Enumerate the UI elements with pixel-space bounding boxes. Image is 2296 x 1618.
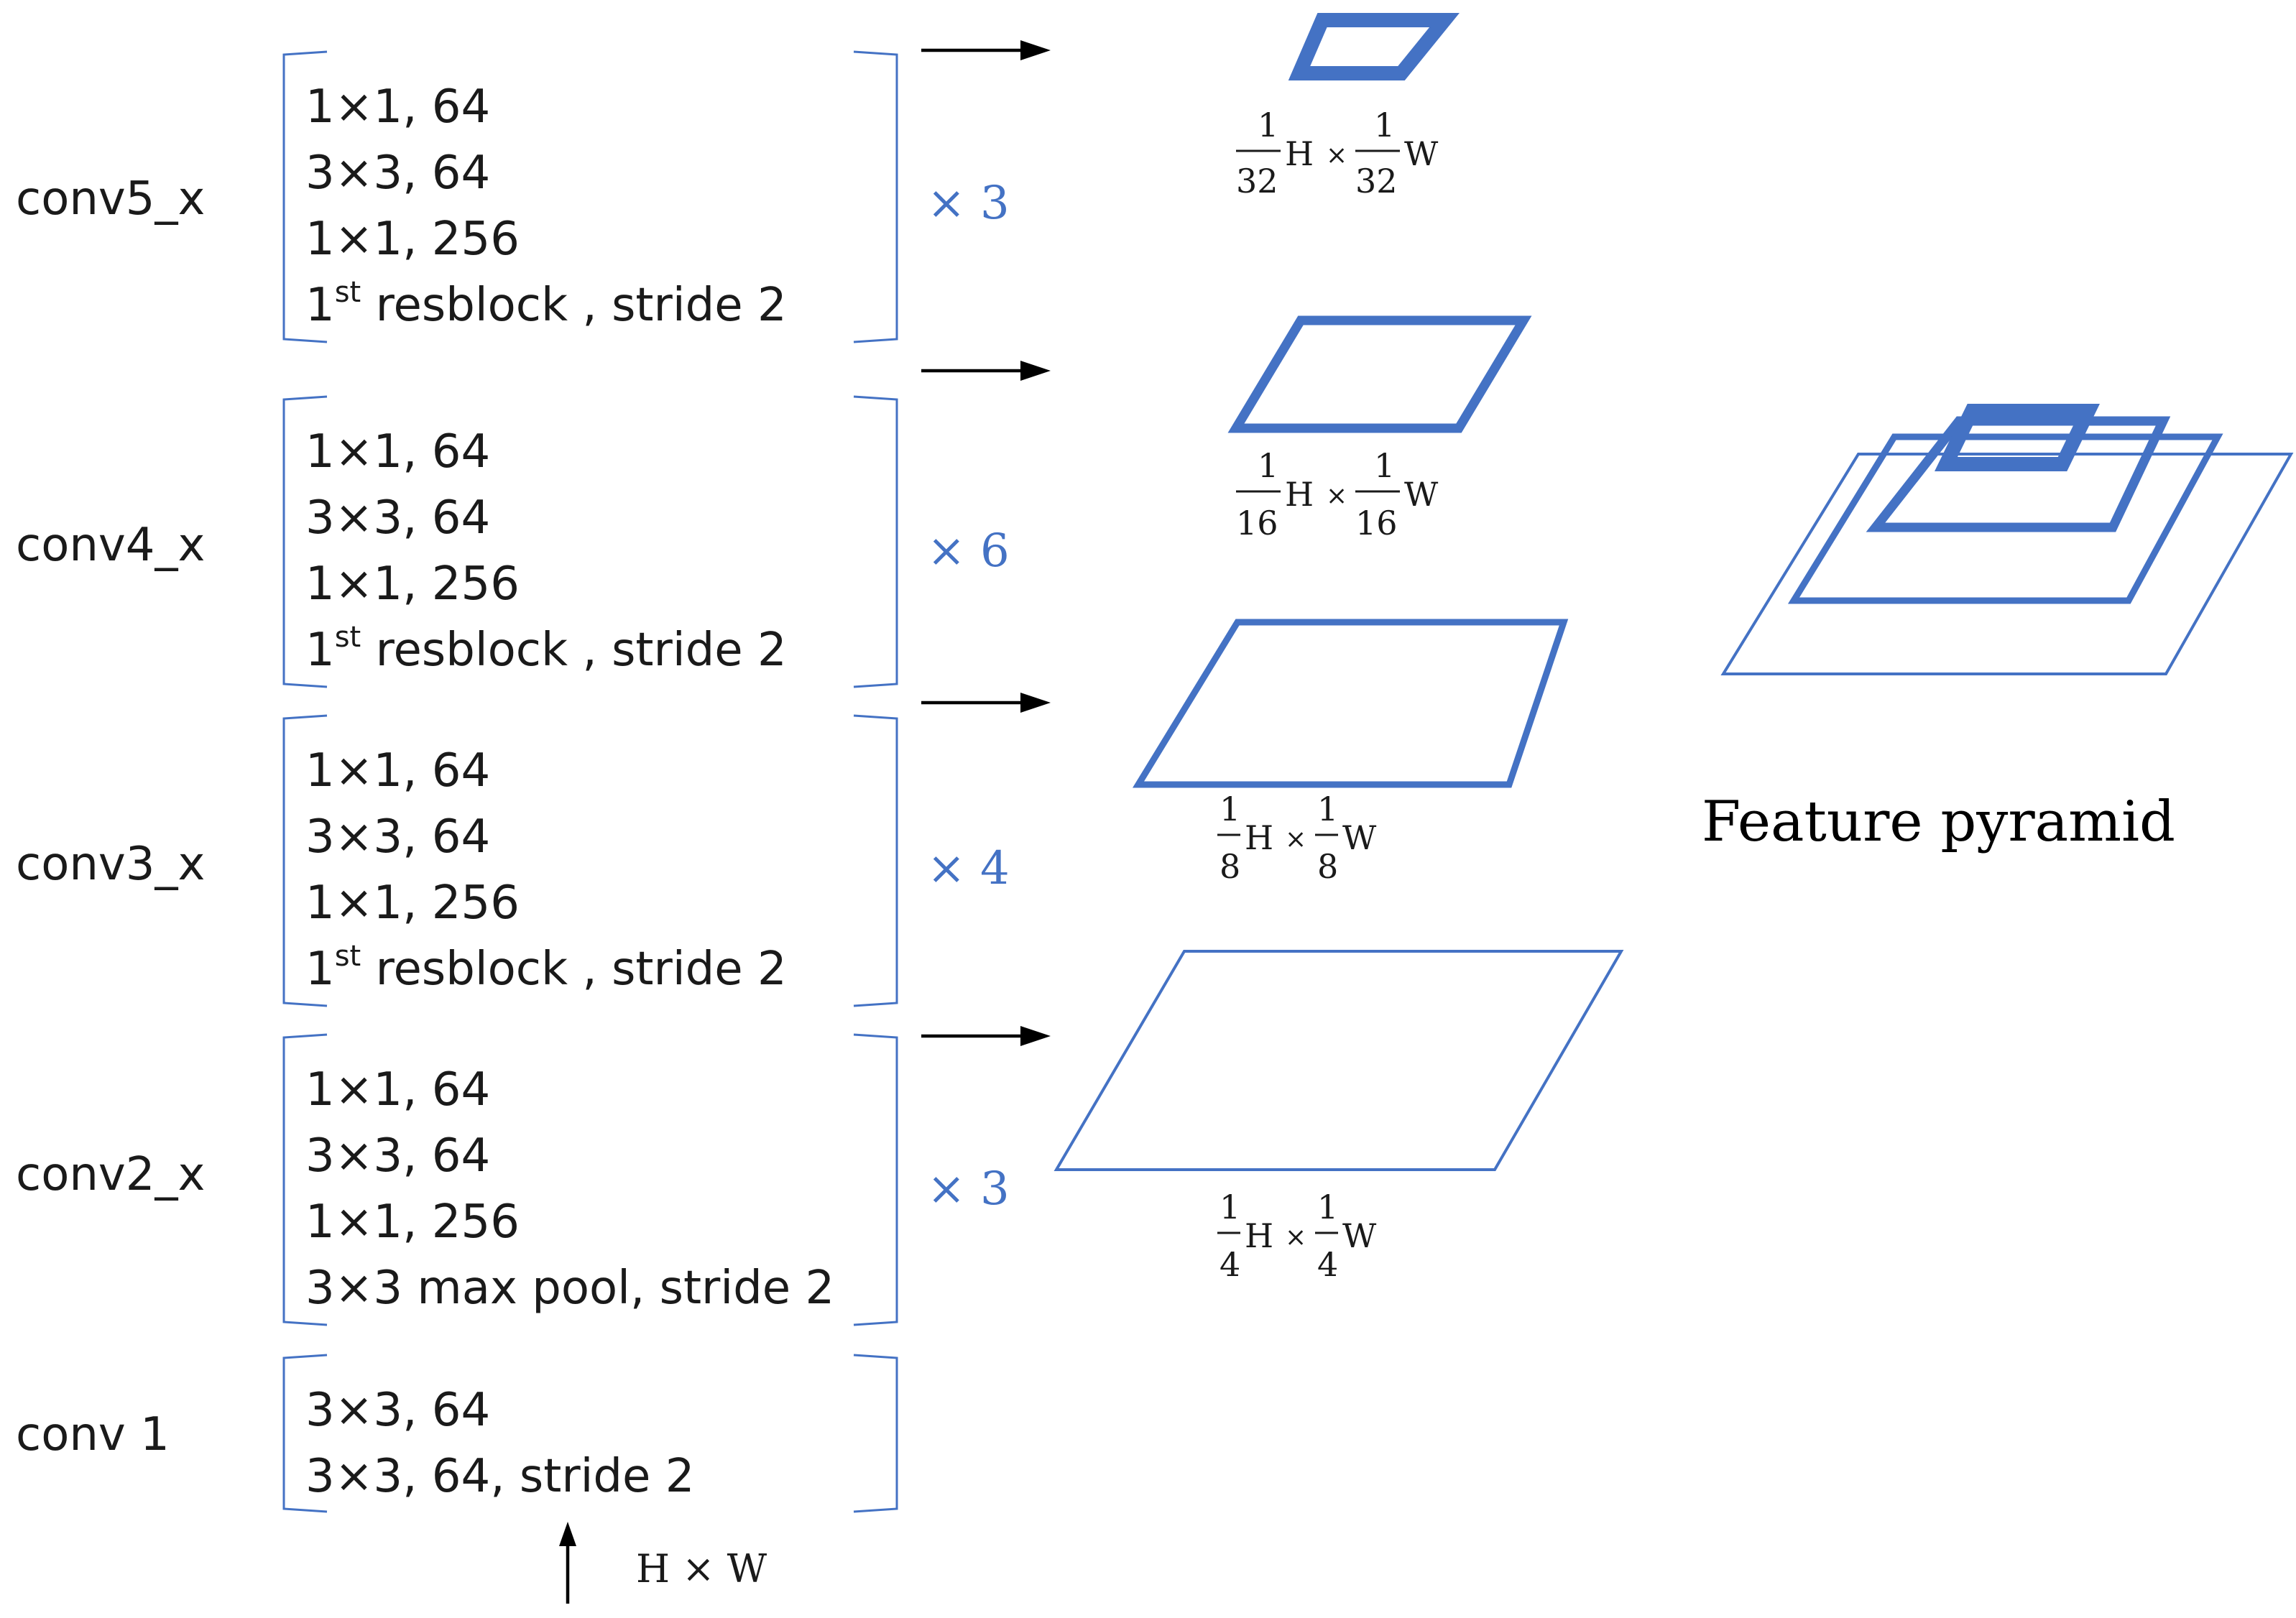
block-line: 1×1, 256 bbox=[305, 213, 520, 266]
stage-conv2: conv2_x 1×1, 64 3×3, 64 1×1, 256 3×3 max… bbox=[16, 1033, 1010, 1326]
bracket-right bbox=[853, 395, 898, 688]
svg-text:W: W bbox=[1342, 818, 1377, 857]
svg-text:×: × bbox=[1285, 1223, 1306, 1252]
stage-label: conv3_x bbox=[16, 838, 205, 891]
svg-text:8: 8 bbox=[1317, 847, 1338, 886]
bracket-right bbox=[853, 1033, 898, 1326]
svg-text:1: 1 bbox=[1374, 446, 1395, 485]
block-line: 1×1, 64 bbox=[305, 80, 490, 134]
block-line: 3×3, 64 bbox=[305, 147, 490, 200]
svg-text:32: 32 bbox=[1355, 162, 1398, 200]
repeat-count: × 3 bbox=[927, 1162, 1010, 1216]
block-line: 1×1, 256 bbox=[305, 1196, 520, 1249]
bracket-right bbox=[853, 50, 898, 343]
block-line: 1×1, 256 bbox=[305, 877, 520, 930]
stage-arrows bbox=[921, 40, 1051, 1046]
stage-conv3: conv3_x 1×1, 64 3×3, 64 1×1, 256 1st res… bbox=[16, 714, 1010, 1007]
svg-text:8: 8 bbox=[1220, 847, 1240, 886]
block-line: 3×3 max pool, stride 2 bbox=[305, 1262, 834, 1315]
svg-text:H: H bbox=[1245, 818, 1273, 857]
arrow-conv4 bbox=[921, 361, 1051, 381]
pyramid-level-1-32 bbox=[1935, 404, 2100, 471]
feature-map-1-4: 1 4 H × 1 4 W bbox=[1054, 950, 1624, 1284]
input-arrow-head bbox=[559, 1522, 576, 1546]
feature-map-1-32: 1 32 H × 1 32 W bbox=[1236, 13, 1460, 200]
feature-map-1-16: 1 16 H × 1 16 W bbox=[1227, 315, 1532, 542]
stage-conv4: conv4_x 1×1, 64 3×3, 64 1×1, 256 1st res… bbox=[16, 395, 1010, 688]
svg-text:W: W bbox=[1404, 134, 1439, 173]
feature-size-label: 1 16 H × 1 16 W bbox=[1236, 446, 1439, 542]
block-line: 1×1, 64 bbox=[305, 1063, 490, 1117]
bracket-left bbox=[282, 50, 328, 343]
arrow-conv2 bbox=[921, 1026, 1051, 1046]
block-line: 3×3, 64 bbox=[305, 1384, 490, 1437]
block-line: 1×1, 64 bbox=[305, 425, 490, 479]
feature-map-shape bbox=[1227, 315, 1532, 433]
svg-text:×: × bbox=[1285, 825, 1306, 854]
svg-text:1: 1 bbox=[1317, 790, 1338, 828]
svg-text:1: 1 bbox=[1258, 446, 1278, 485]
svg-text:H: H bbox=[1285, 475, 1314, 514]
stage-label: conv4_x bbox=[16, 519, 205, 572]
stage-label: conv2_x bbox=[16, 1148, 205, 1201]
arrow-conv5 bbox=[921, 40, 1051, 60]
bracket-left bbox=[282, 1033, 328, 1326]
feature-size-label: 1 8 H × 1 8 W bbox=[1217, 790, 1377, 886]
pyramid-level-1-16 bbox=[1866, 416, 2171, 532]
bracket-right bbox=[853, 714, 898, 1007]
feature-maps: 1 32 H × 1 32 W 1 16 H × 1 16 bbox=[1054, 13, 1624, 1284]
bracket-left bbox=[282, 395, 328, 688]
svg-text:1: 1 bbox=[1258, 106, 1278, 144]
svg-text:H: H bbox=[1245, 1216, 1273, 1255]
feature-map-1-8: 1 8 H × 1 8 W bbox=[1132, 619, 1569, 886]
stage-conv5: conv5_x 1×1, 64 3×3, 64 1×1, 256 1st res… bbox=[16, 50, 1010, 343]
pyramid-level-1-4 bbox=[1720, 453, 2294, 675]
input-arrow: H × W bbox=[559, 1522, 767, 1604]
svg-text:16: 16 bbox=[1236, 504, 1278, 542]
feature-size-label: 1 4 H × 1 4 W bbox=[1217, 1188, 1377, 1284]
block-line: 3×3, 64 bbox=[305, 810, 490, 864]
svg-text:16: 16 bbox=[1355, 504, 1398, 542]
repeat-count: × 3 bbox=[927, 177, 1010, 230]
block-line: 3×3, 64, stride 2 bbox=[305, 1450, 694, 1503]
bracket-right bbox=[853, 1354, 898, 1513]
block-line-resblock: 1st resblock , stride 2 bbox=[305, 621, 787, 677]
arrow-conv3 bbox=[921, 693, 1051, 713]
stage-label: conv5_x bbox=[16, 172, 205, 226]
block-line: 1×1, 64 bbox=[305, 744, 490, 798]
svg-text:4: 4 bbox=[1220, 1245, 1240, 1284]
block-line: 1×1, 256 bbox=[305, 558, 520, 611]
pyramid-title: Feature pyramid bbox=[1702, 790, 2175, 854]
svg-text:H: H bbox=[1285, 134, 1314, 173]
block-line: 3×3, 64 bbox=[305, 491, 490, 545]
repeat-count: × 4 bbox=[927, 842, 1010, 895]
repeat-count: × 6 bbox=[927, 524, 1010, 578]
svg-text:1: 1 bbox=[1374, 106, 1395, 144]
svg-text:1: 1 bbox=[1220, 790, 1240, 828]
stage-label: conv 1 bbox=[16, 1408, 170, 1461]
pyramid-level-1-8 bbox=[1787, 433, 2223, 604]
feature-map-shape bbox=[1288, 13, 1460, 80]
svg-text:4: 4 bbox=[1317, 1245, 1338, 1284]
stage-conv1: conv 1 3×3, 64 3×3, 64, stride 2 bbox=[16, 1354, 898, 1513]
feature-map-shape bbox=[1054, 950, 1624, 1171]
svg-text:W: W bbox=[1342, 1216, 1377, 1255]
svg-text:×: × bbox=[1326, 141, 1347, 170]
svg-text:×: × bbox=[1326, 481, 1347, 511]
svg-text:1: 1 bbox=[1220, 1188, 1240, 1226]
resnet-stages: conv5_x 1×1, 64 3×3, 64 1×1, 256 1st res… bbox=[16, 50, 1010, 1604]
block-line-resblock: 1st resblock , stride 2 bbox=[305, 276, 787, 332]
svg-text:1: 1 bbox=[1317, 1188, 1338, 1226]
block-line: 3×3, 64 bbox=[305, 1129, 490, 1183]
bracket-left bbox=[282, 714, 328, 1007]
feature-map-shape bbox=[1132, 619, 1569, 788]
feature-size-label: 1 32 H × 1 32 W bbox=[1236, 106, 1439, 200]
feature-pyramid: Feature pyramid bbox=[1702, 404, 2294, 854]
block-line-resblock: 1st resblock , stride 2 bbox=[305, 940, 787, 996]
svg-text:W: W bbox=[1404, 475, 1439, 514]
bracket-left bbox=[282, 1354, 328, 1513]
input-size-label: H × W bbox=[636, 1546, 767, 1591]
svg-text:32: 32 bbox=[1236, 162, 1278, 200]
